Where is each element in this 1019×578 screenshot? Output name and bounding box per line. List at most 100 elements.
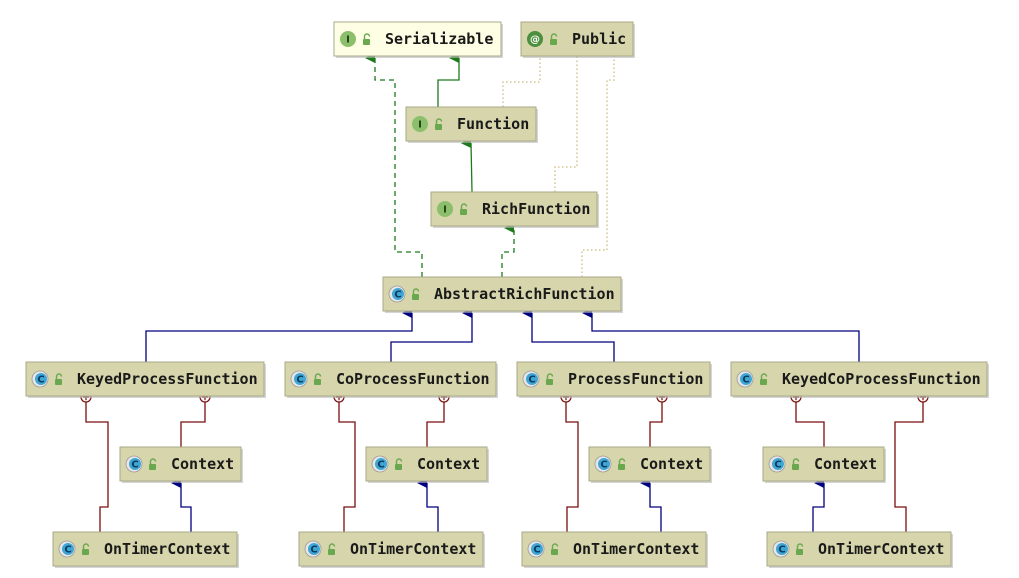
badge-letter: C <box>533 545 540 556</box>
edge-keyedprocess-to-abstractrich <box>145 308 413 362</box>
badge-letter: I <box>418 120 422 131</box>
type-badge-icon: C <box>736 370 754 388</box>
edge-keyedcoprocess-to-ctx4 <box>790 391 825 447</box>
type-badge-icon: C <box>388 285 406 303</box>
badge-letter: @ <box>530 35 540 46</box>
public-lock-icon <box>363 33 371 45</box>
edge-function-to-serializable <box>437 53 460 107</box>
edge-function-to-public <box>502 56 541 107</box>
type-badge-icon: C <box>768 455 786 473</box>
public-lock-icon <box>618 458 626 470</box>
edge-otc1-to-ctx1 <box>171 478 192 532</box>
node-label: ProcessFunction <box>568 370 703 388</box>
type-badge-icon: C <box>304 540 322 558</box>
badge-letter: C <box>528 375 535 386</box>
public-lock-icon <box>435 118 443 130</box>
badge-letter: C <box>131 460 138 471</box>
edge-keyedprocess-to-otc1 <box>80 391 109 532</box>
node-label: Function <box>457 115 529 133</box>
type-badge-icon: I <box>412 116 428 132</box>
type-badge-icon: C <box>594 455 612 473</box>
type-badge-icon: I <box>437 201 453 217</box>
node-otc3[interactable]: C OnTimerContext <box>521 531 708 568</box>
public-lock-icon <box>551 543 559 555</box>
node-label: Context <box>814 455 877 473</box>
badge-letter: C <box>778 545 785 556</box>
node-label: OnTimerContext <box>104 540 230 558</box>
badge-letter: I <box>443 205 447 216</box>
public-lock-icon <box>412 288 420 300</box>
node-ctx2[interactable]: C Context <box>365 446 489 483</box>
edge-process-to-abstractrich <box>522 308 615 362</box>
badge-letter: C <box>742 375 749 386</box>
edge-abstractrich-to-richfunction <box>501 223 515 277</box>
node-coprocess[interactable]: C CoProcessFunction <box>284 361 498 398</box>
node-label: Context <box>417 455 480 473</box>
node-process[interactable]: C ProcessFunction <box>516 361 712 398</box>
type-badge-icon: C <box>772 540 790 558</box>
type-badge-icon: C <box>522 370 540 388</box>
edge-keyedprocess-to-ctx1 <box>180 391 211 447</box>
node-otc4[interactable]: C OnTimerContext <box>766 531 953 568</box>
badge-letter: C <box>64 545 71 556</box>
edge-coprocess-to-otc2 <box>333 391 356 532</box>
type-badge-icon: I <box>340 31 356 47</box>
node-function[interactable]: I Function <box>405 106 538 143</box>
type-badge-icon: @ <box>527 31 543 47</box>
edge-abstractrich-to-public <box>581 56 615 277</box>
public-lock-icon <box>82 543 90 555</box>
type-badge-icon: C <box>527 540 545 558</box>
public-lock-icon <box>460 203 468 215</box>
node-public[interactable]: @ Public <box>520 21 635 58</box>
node-label: Public <box>572 30 626 48</box>
node-keyedprocess[interactable]: C KeyedProcessFunction <box>25 361 266 398</box>
edge-richfunction-to-function <box>461 138 473 193</box>
node-label: OnTimerContext <box>573 540 699 558</box>
node-ctx1[interactable]: C Context <box>119 446 243 483</box>
edge-abstractrich-to-serializable <box>365 53 423 277</box>
public-lock-icon <box>314 373 322 385</box>
node-otc1[interactable]: C OnTimerContext <box>52 531 239 568</box>
node-keyedcoprocess[interactable]: C KeyedCoProcessFunction <box>730 361 989 398</box>
node-label: AbstractRichFunction <box>434 285 615 303</box>
badge-letter: C <box>377 460 384 471</box>
node-serializable[interactable]: I Serializable <box>333 21 503 58</box>
node-label: Context <box>171 455 234 473</box>
node-label: OnTimerContext <box>818 540 944 558</box>
node-richfunction[interactable]: I RichFunction <box>430 191 599 228</box>
type-badge-icon: C <box>371 455 389 473</box>
edge-coprocess-to-ctx2 <box>426 391 450 447</box>
node-label: KeyedProcessFunction <box>77 370 258 388</box>
edge-otc2-to-ctx2 <box>417 478 439 532</box>
edge-otc4-to-ctx4 <box>812 478 825 532</box>
badge-letter: C <box>394 290 401 301</box>
node-abstractrich[interactable]: C AbstractRichFunction <box>382 276 623 313</box>
node-otc2[interactable]: C OnTimerContext <box>298 531 485 568</box>
public-lock-icon <box>149 458 157 470</box>
edge-richfunction-to-public <box>554 56 578 192</box>
public-lock-icon <box>796 543 804 555</box>
badge-letter: C <box>37 375 44 386</box>
edge-process-to-ctx3 <box>649 391 668 447</box>
public-lock-icon <box>546 373 554 385</box>
node-ctx3[interactable]: C Context <box>588 446 712 483</box>
node-label: RichFunction <box>482 200 590 218</box>
badge-letter: C <box>296 375 303 386</box>
type-badge-icon: C <box>31 370 49 388</box>
node-label: CoProcessFunction <box>336 370 490 388</box>
badge-letter: C <box>310 545 317 556</box>
node-label: Context <box>640 455 703 473</box>
edge-process-to-otc3 <box>560 391 579 532</box>
type-badge-icon: C <box>290 370 308 388</box>
edge-keyedcoprocess-to-otc4 <box>894 391 929 532</box>
public-lock-icon <box>760 373 768 385</box>
node-label: OnTimerContext <box>350 540 476 558</box>
node-label: Serializable <box>385 30 493 48</box>
public-lock-icon <box>55 373 63 385</box>
public-lock-icon <box>792 458 800 470</box>
edge-otc3-to-ctx3 <box>640 478 662 532</box>
node-ctx4[interactable]: C Context <box>762 446 886 483</box>
node-label: KeyedCoProcessFunction <box>782 370 981 388</box>
